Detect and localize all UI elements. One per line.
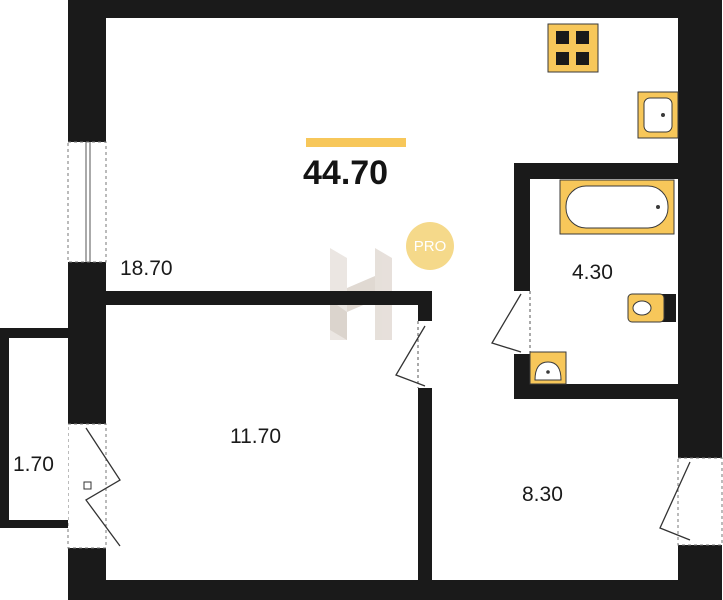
bathtub-icon	[559, 179, 675, 235]
kitchen-sink-icon	[637, 91, 679, 139]
window-right	[659, 457, 723, 546]
pro-badge: PRO	[406, 222, 454, 270]
balcony-door	[67, 423, 121, 549]
balcony	[0, 328, 68, 528]
window-left	[67, 141, 107, 263]
outer-walls	[68, 0, 722, 600]
stove-icon	[547, 23, 599, 73]
interior-walls	[106, 163, 678, 580]
hall-area: 8.30	[522, 483, 563, 506]
living-room-area: 18.70	[120, 257, 173, 280]
pro-badge-label: PRO	[413, 237, 447, 255]
total-area: 44.70	[303, 154, 389, 192]
toilet-icon	[627, 293, 676, 323]
wash-basin-icon	[529, 351, 567, 385]
bedroom-area: 11.70	[230, 425, 281, 448]
balcony-area: 1.70	[13, 453, 54, 476]
bedroom-door	[395, 321, 432, 388]
bathroom-area: 4.30	[572, 261, 613, 284]
total-area-bar	[306, 138, 406, 147]
bathroom-door	[491, 291, 531, 354]
